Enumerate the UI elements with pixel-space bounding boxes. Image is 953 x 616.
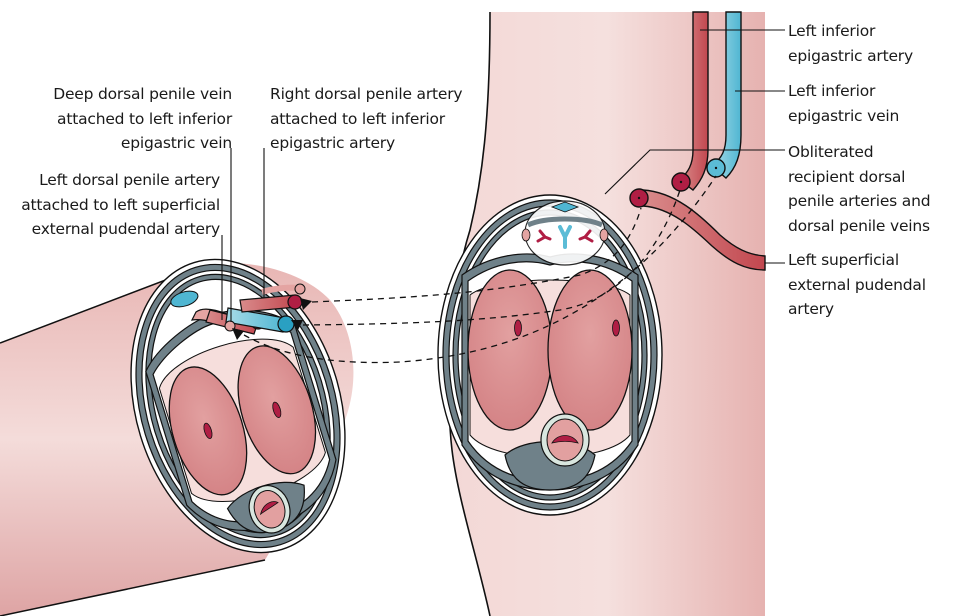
label-left-inferior-epigastric-artery: Left inferior epigastric artery [788,22,913,65]
label-obliterated-recipient-vessels: Obliterated recipient dorsal penile arte… [788,143,931,235]
anastomosed-vessels [190,283,312,340]
label-deep-dorsal-vein: Deep dorsal penile vein attached to left… [53,85,232,152]
label-left-superficial-external-pudendal-artery: Left superficial external pudendal arter… [788,251,926,318]
arrowhead [232,328,244,340]
label-right-dorsal-artery: Right dorsal penile artery attached to l… [270,85,463,152]
left-inferior-epigastric-vein [706,11,742,179]
left-inferior-epigastric-artery [671,11,709,192]
urethra [259,501,279,516]
leader-lines [221,29,785,322]
superficial-dorsal-vein [170,290,199,308]
label-left-inferior-epigastric-vein: Left inferior epigastric vein [788,82,900,125]
right-cross-section [437,194,663,516]
dashed-connectors [243,175,717,364]
arrowhead [300,298,312,310]
left-superficial-external-pudendal-artery [629,188,766,271]
arrowhead [291,320,303,330]
label-left-dorsal-artery: Left dorsal penile artery attached to le… [21,171,220,238]
left-cross-section [130,258,346,554]
